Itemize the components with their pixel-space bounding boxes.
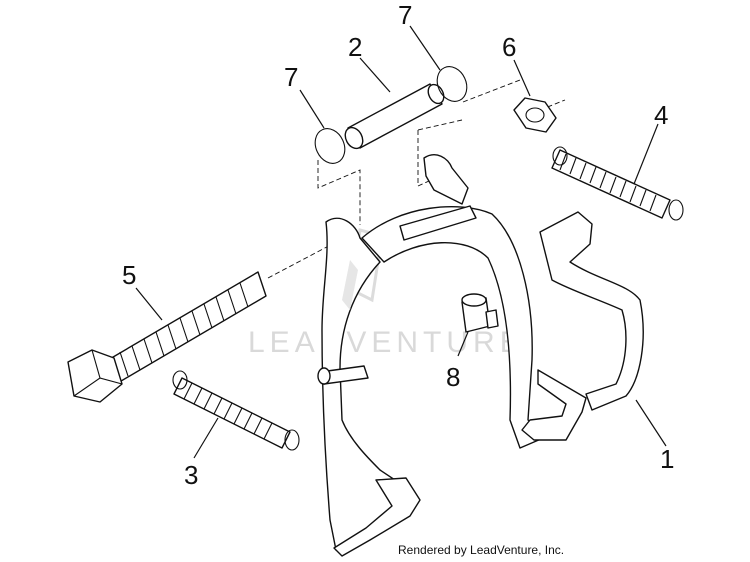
nut-part	[513, 97, 557, 133]
callout-1: 1	[660, 444, 674, 474]
ring-parts	[314, 66, 468, 164]
callout-6: 6	[502, 32, 516, 62]
watermark-text: LEADVENTURE	[248, 326, 525, 359]
callout-labels: 1 2 3 4 5 6 7 7 8	[122, 0, 674, 490]
credit-text: Rendered by LeadVenture, Inc.	[398, 543, 564, 557]
center-stand-part	[317, 154, 644, 557]
callout-7-left: 7	[284, 62, 298, 92]
lower-spring-part	[172, 370, 300, 451]
callout-7-right: 7	[398, 0, 412, 30]
leader-lines	[135, 25, 667, 459]
callout-2: 2	[348, 32, 362, 62]
callout-5: 5	[122, 260, 136, 290]
callout-4: 4	[654, 100, 668, 130]
pin-part	[344, 83, 445, 150]
upper-spring-part	[551, 146, 684, 221]
bolt-part	[67, 271, 267, 403]
callout-3: 3	[184, 460, 198, 490]
callout-8: 8	[446, 362, 460, 392]
watermark-logo: LEADVENTURE	[248, 228, 525, 359]
bushing-part	[461, 293, 499, 333]
